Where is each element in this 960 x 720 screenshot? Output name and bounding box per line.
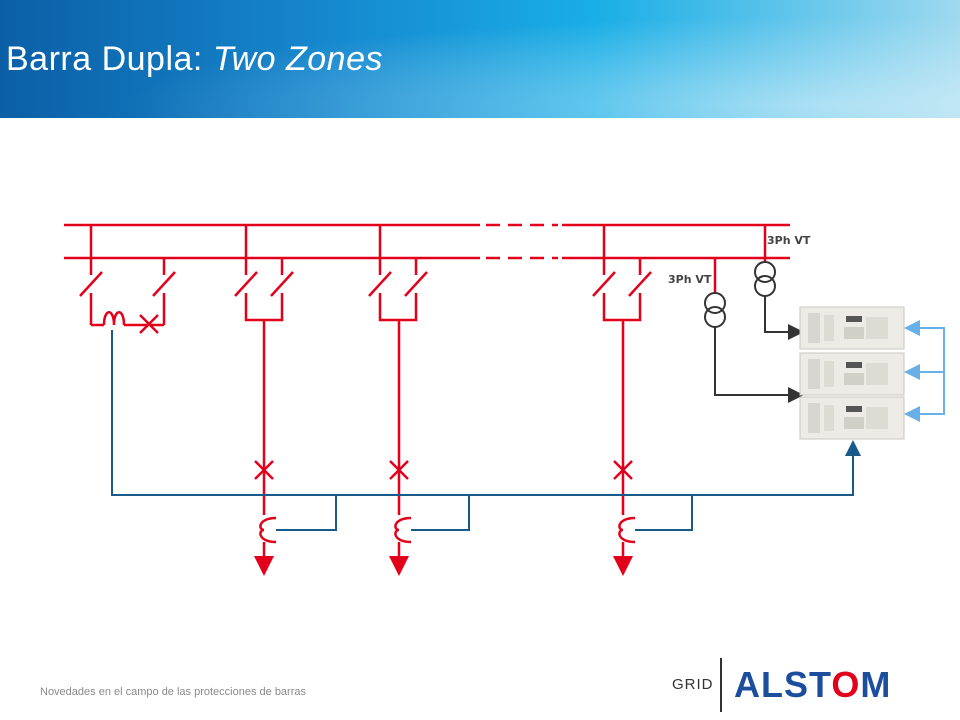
isolator-icon	[234, 271, 258, 297]
ct-icon	[394, 516, 412, 544]
ct-icon	[102, 311, 126, 326]
bus-coupler-bay	[79, 225, 176, 334]
company-logo: GRID ALSTOM	[668, 656, 928, 714]
busbars	[64, 223, 790, 260]
relay-panels	[799, 306, 905, 440]
relay-panel-icon	[799, 396, 905, 440]
feeder-bay-1	[234, 225, 294, 576]
logo-brand-post: M	[860, 664, 892, 705]
isolator-icon	[592, 271, 616, 297]
title-main: Barra Dupla:	[6, 40, 213, 78]
relay-links	[904, 320, 945, 422]
isolator-icon	[152, 271, 176, 297]
vt-label-mid: 3Ph VT	[668, 273, 712, 286]
vt-wiring	[714, 296, 804, 403]
ct-icon	[618, 516, 636, 544]
isolator-icon	[270, 271, 294, 297]
isolator-icon	[404, 271, 428, 297]
ct-icon	[259, 516, 277, 544]
title-italic: Two Zones	[212, 40, 383, 78]
isolator-icon	[79, 271, 103, 297]
logo-brand-pre: ALST	[734, 664, 832, 705]
isolator-icon	[368, 271, 392, 297]
footer-text: Novedades en el campo de las proteccione…	[40, 686, 306, 698]
logo-brand: ALSTOM	[734, 664, 891, 706]
page-title: Barra Dupla: Two Zones	[6, 40, 383, 79]
logo-brand-o: O	[831, 664, 861, 705]
isolator-icon	[628, 271, 652, 297]
vt-icon	[704, 258, 726, 328]
logo-separator	[720, 658, 722, 712]
relay-panel-icon	[799, 306, 905, 350]
secondary-wiring	[111, 330, 861, 531]
relay-panel-icon	[799, 352, 905, 396]
logo-division: GRID	[672, 676, 714, 693]
feeder-bay-3	[592, 225, 652, 576]
header-banner	[0, 0, 960, 118]
feeder-bay-2	[368, 225, 428, 576]
vt-label-top: 3Ph VT	[767, 234, 811, 247]
